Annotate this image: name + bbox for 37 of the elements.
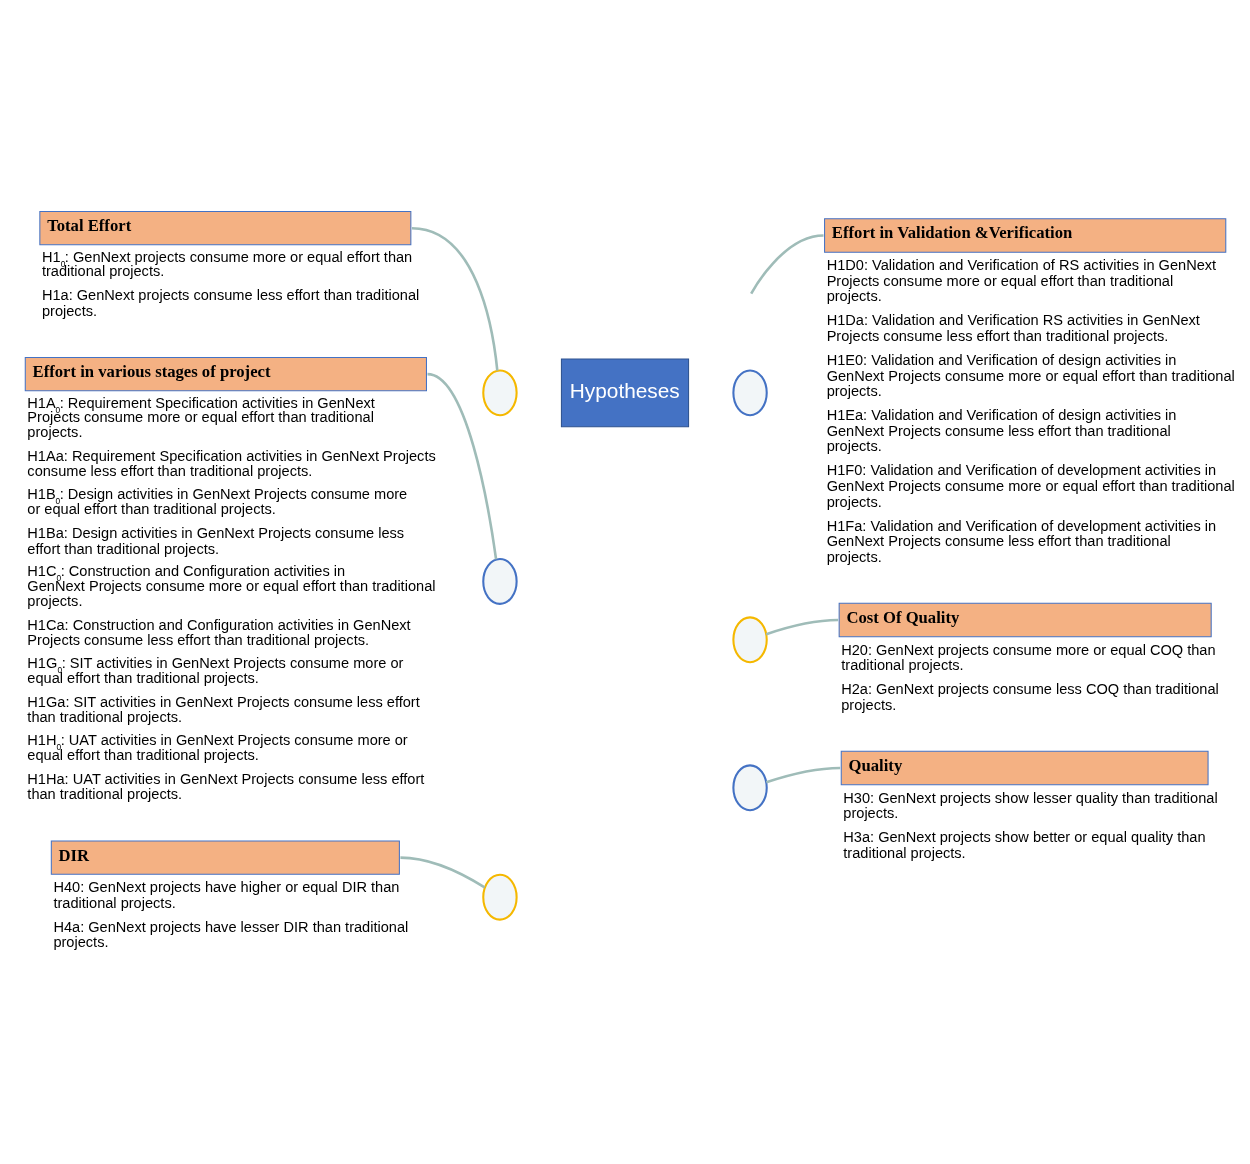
connector	[750, 233, 824, 294]
node-label: H1G$_{0}$: SIT activities in GenNext Projects consume more or equal effort than traditional projects.	[27, 654, 404, 686]
node-label: H1$_{0}$: GenNext projects consume more or equal effort than traditional projects.	[41, 248, 413, 279]
node-circle	[482, 368, 518, 416]
node-label: H1Ha: UAT activities in GenNext Projects consume less effort than traditional projects.	[27, 770, 425, 802]
node-circle	[482, 557, 518, 605]
node-circle	[732, 368, 768, 416]
node-label: H1D0: Validation and Verification of RS activities in GenNext Projects consume more or equal effort than traditional projects.	[826, 256, 1217, 304]
node-label: H1C$_{0}$: Construction and Configuration activities in GenNext Projects consume more or equal effort than traditional projects.	[27, 562, 436, 609]
node-label: H1B$_{0}$: Design activities in GenNext Projects consume more or equal effort than traditional projects.	[27, 485, 408, 517]
node-label: H1H$_{0}$: UAT activities in GenNext Projects consume more or equal effort than traditional projects.	[27, 731, 408, 763]
node-label: H1A$_{0}$: Requirement Specification activities in GenNext Projects consume more or equal effort than traditional projects.	[27, 394, 375, 440]
connector	[765, 766, 841, 784]
node-label: H1Ba: Design activities in GenNext Projects consume less effort than traditional projects.	[27, 524, 405, 557]
node-label: H1Ea: Validation and Verification of design activities in GenNext Projects consume less effort than traditional projects.	[826, 406, 1177, 454]
connector	[765, 618, 839, 635]
node-label: H2a: GenNext projects consume less COQ than traditional projects.	[841, 680, 1219, 713]
node-circle	[482, 873, 518, 921]
connector	[411, 226, 499, 371]
node-label: H1Fa: Validation and Verification of development activities in GenNext Projects consume less effort than traditional projects.	[826, 517, 1217, 565]
node-box: Hypotheses	[560, 357, 690, 427]
node-label: H40: GenNext projects have higher or equal DIR than traditional projects.	[53, 878, 400, 911]
node-label: H20: GenNext projects consume more or equal COQ than traditional projects.	[841, 641, 1216, 673]
node-label: H1Ga: SIT activities in GenNext Projects consume less effort than traditional projects.	[27, 693, 420, 725]
node-label: H1Aa: Requirement Specification activities in GenNext Projects consume less effort than traditional projects.	[27, 447, 436, 479]
node-label: H1F0: Validation and Verification of development activities in GenNext Projects consume more or equal effort than traditional projects.	[826, 461, 1235, 510]
node-label: H30: GenNext projects show lesser quality than traditional projects.	[843, 789, 1218, 821]
node-circle	[732, 615, 768, 663]
connector	[400, 855, 486, 889]
node-label: H3a: GenNext projects show better or equal quality than traditional projects.	[843, 828, 1206, 861]
node-label: H1Da: Validation and Verification RS activities in GenNext Projects consume less effort than traditional projects.	[826, 311, 1200, 344]
node-label: H4a: GenNext projects have lesser DIR than traditional projects.	[53, 918, 409, 950]
node-label: H1E0: Validation and Verification of design activities in GenNext Projects consume more or equal effort than traditional projects.	[826, 351, 1235, 399]
connector	[427, 372, 498, 559]
node-label: H1a: GenNext projects consume less effort than traditional projects.	[41, 286, 420, 319]
node-label: H1Ca: Construction and Configuration activities in GenNext Projects consume less effort than traditional projects.	[27, 616, 411, 648]
node-circle	[732, 763, 768, 811]
